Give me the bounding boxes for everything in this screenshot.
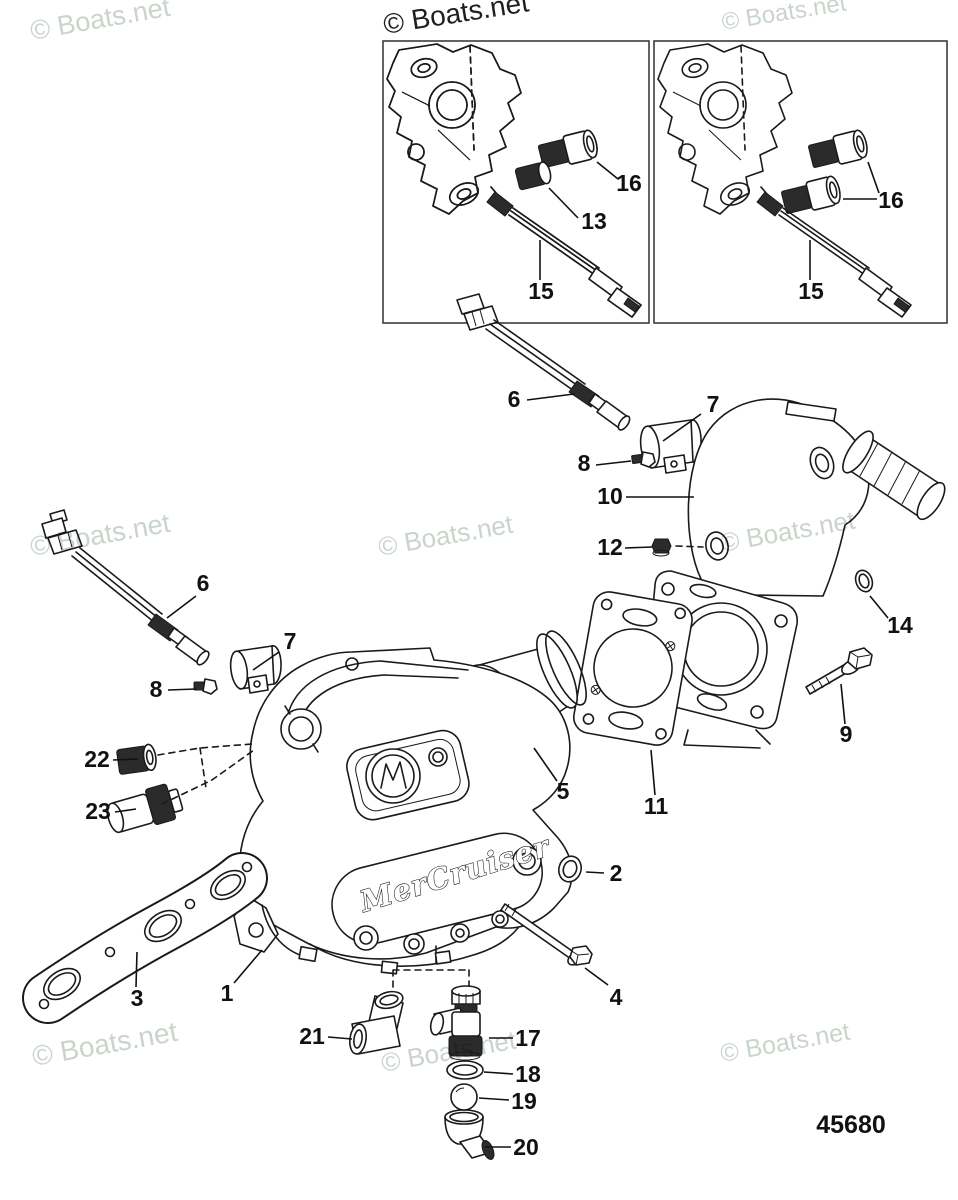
callout-23: 23 <box>85 798 111 824</box>
callout-leader-9 <box>840 683 846 725</box>
callout-15: 15 <box>798 278 824 304</box>
gasket-11 <box>572 591 693 746</box>
callout-leader-23 <box>114 808 137 813</box>
callout-leader-16 <box>596 161 619 180</box>
oring-2 <box>557 855 583 883</box>
callout-18: 18 <box>515 1061 541 1087</box>
callout-14: 14 <box>887 612 913 638</box>
callout-7: 7 <box>707 391 720 417</box>
callout-19: 19 <box>511 1088 537 1114</box>
callout-20: 20 <box>513 1134 539 1160</box>
callout-leader-6 <box>166 595 197 619</box>
inset-panels <box>382 40 948 324</box>
callout-8: 8 <box>150 676 163 702</box>
fitting-23 <box>106 783 184 834</box>
inset-right-content <box>657 43 912 318</box>
callout-7: 7 <box>284 628 297 654</box>
callout-4: 4 <box>610 984 623 1010</box>
callout-16: 16 <box>616 170 642 196</box>
watermark-text: © Boats.net <box>720 0 849 36</box>
callout-6: 6 <box>197 570 210 596</box>
callout-leader-13 <box>548 187 579 219</box>
callout-22: 22 <box>84 746 110 772</box>
watermark-text: © Boats.net <box>30 1016 180 1072</box>
callout-leader-7 <box>662 413 702 442</box>
callout-leader-7 <box>252 651 280 671</box>
callout-17: 17 <box>515 1025 541 1051</box>
callout-leader-3 <box>135 951 138 988</box>
bolt-4 <box>500 903 593 966</box>
manifold-1: MerCruiser <box>233 647 573 975</box>
callout-9: 9 <box>840 721 853 747</box>
callout-2: 2 <box>610 860 623 886</box>
exploded-view: MerCruiser <box>22 293 946 1160</box>
callout-3: 3 <box>131 985 144 1011</box>
seal-14 <box>854 569 874 593</box>
fitting-17 <box>429 985 483 1061</box>
fitting-12 <box>651 538 704 557</box>
plug-13-drawing <box>514 161 552 191</box>
sensor-6-lower <box>41 509 210 666</box>
callout-leader-14 <box>869 595 889 619</box>
callout-1: 1 <box>221 980 234 1006</box>
inset-panel-border-left <box>382 40 650 324</box>
callout-leader-22 <box>112 758 139 761</box>
watermark-text: © Boats.net <box>28 508 173 562</box>
ball-19 <box>450 1083 478 1111</box>
sensor-6-upper <box>456 293 631 431</box>
callout-12: 12 <box>597 534 623 560</box>
dashed-guides-22-23 <box>157 743 255 805</box>
plug-22 <box>116 743 157 775</box>
callout-leader-5 <box>533 747 558 782</box>
callout-13: 13 <box>581 208 607 234</box>
callout-21: 21 <box>299 1023 325 1049</box>
callout-10: 10 <box>597 483 623 509</box>
fitting-21 <box>349 990 404 1055</box>
gasket-3 <box>22 852 268 1024</box>
callout-5: 5 <box>557 778 570 804</box>
callout-16: 16 <box>878 187 904 213</box>
watermark-text: © Boats.net <box>376 509 516 562</box>
dashed-guides-drain <box>392 945 470 989</box>
bolt-9 <box>805 647 873 695</box>
callout-leader-6 <box>526 393 575 401</box>
callout-leader-11 <box>650 749 656 796</box>
callout-leader-18 <box>483 1071 514 1075</box>
callout-11: 11 <box>644 793 669 819</box>
watermark-text: © Boats.net <box>28 0 173 46</box>
watermark-text: © Boats.net <box>718 1018 852 1068</box>
drawing-number: 45680 <box>816 1111 886 1139</box>
callout-6: 6 <box>508 386 521 412</box>
callout-leader-12 <box>624 546 653 549</box>
callout-leader-1 <box>233 949 263 984</box>
callout-leader-2 <box>585 871 605 874</box>
callout-leader-16 <box>867 161 880 194</box>
callout-leader-4 <box>584 967 609 986</box>
callout-leader-8 <box>167 688 197 691</box>
callout-leader-8 <box>595 460 632 466</box>
callout-leader-19 <box>478 1097 510 1101</box>
callout-8: 8 <box>578 450 591 476</box>
oring-18 <box>446 1060 484 1080</box>
callout-leader-21 <box>327 1036 353 1040</box>
screw-8-lower <box>193 678 218 695</box>
inset-panel-border-right <box>653 40 948 324</box>
screw-8-upper <box>631 451 656 468</box>
inset-left-content <box>386 43 642 318</box>
fitting-20 <box>444 1109 495 1160</box>
callout-15: 15 <box>528 278 554 304</box>
watermark-text: © Boats.net <box>381 0 531 40</box>
